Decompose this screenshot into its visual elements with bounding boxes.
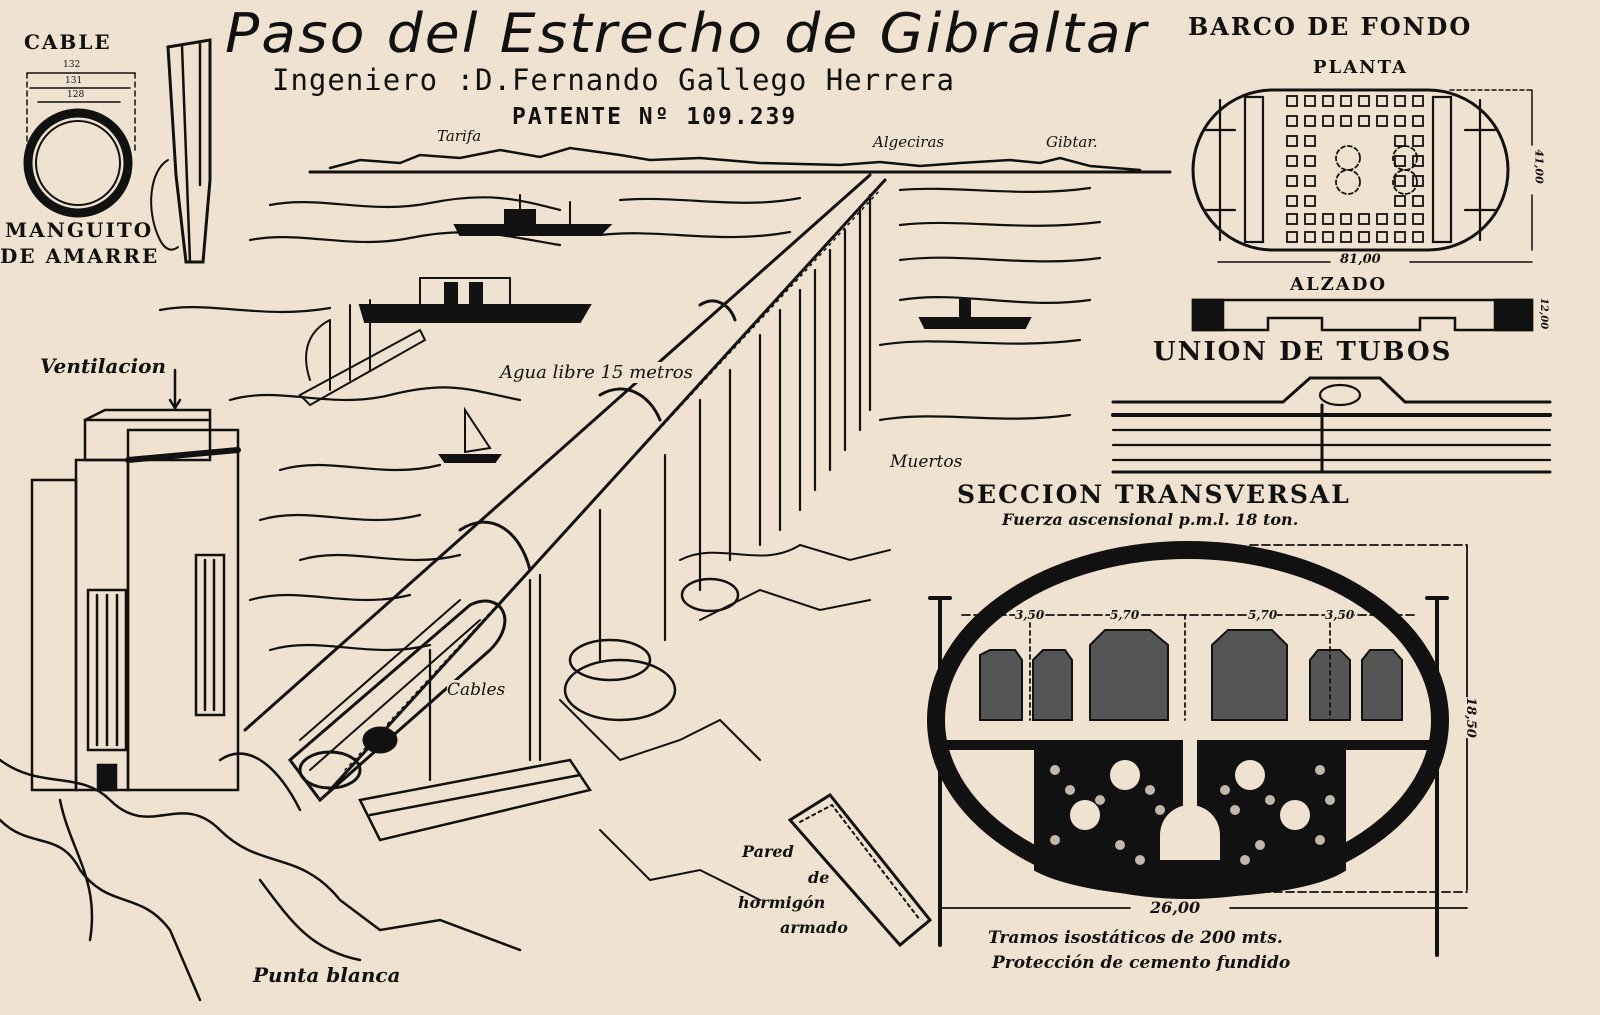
concrete-wall-sample — [787, 793, 933, 948]
page-title: Paso del Estrecho de Gibraltar — [225, 2, 1149, 65]
union-tubos-title: UNION DE TUBOS — [1153, 337, 1453, 367]
planta-label: PLANTA — [1313, 57, 1408, 78]
manguito-label-line1: MANGUITO — [5, 218, 154, 242]
mooring-cables — [428, 193, 872, 782]
label-ventilacion: Ventilacion — [40, 354, 166, 378]
seccion-subtitle: Fuerza ascensional p.m.l. 18 ton. — [1002, 510, 1299, 529]
seccion-dim-1: 3,50 — [1015, 608, 1045, 622]
seccion-note-2: Protección de cemento fundido — [992, 953, 1291, 973]
ventilation-tower — [30, 368, 241, 792]
cable-dim-2: 131 — [65, 76, 83, 86]
barco-plan-drawing — [1191, 88, 1533, 263]
cable-dim-3: 128 — [67, 90, 85, 100]
anchor-blocks — [358, 577, 740, 842]
engineer-credit: Ingeniero :D.Fernando Gallego Herrera — [272, 63, 956, 97]
coastline — [308, 146, 1172, 174]
manguito-sleeve — [150, 38, 212, 264]
cable-title: CABLE — [24, 30, 112, 54]
label-muertos: Muertos — [890, 452, 963, 472]
seccion-dim-4: 3,50 — [1325, 608, 1355, 622]
seccion-height: 18,50 — [1462, 697, 1478, 738]
seccion-title: SECCION TRANSVERSAL — [957, 480, 1351, 509]
submerged-tube — [243, 173, 887, 803]
barco-elevation-drawing — [1191, 298, 1534, 332]
seccion-width: 26,00 — [1150, 898, 1201, 917]
label-pared-1: Pared — [742, 842, 794, 861]
alzado-height: 12,00 — [1538, 297, 1550, 330]
seccion-dim-2: 5,70 — [1110, 608, 1140, 622]
ships — [358, 194, 1032, 463]
label-pared-2: de — [808, 868, 830, 887]
cable-cross-section — [23, 72, 136, 218]
label-gibraltar: Gibtar. — [1046, 133, 1098, 151]
label-cables: Cables — [447, 680, 506, 700]
planta-height: 41,00 — [1532, 149, 1546, 184]
label-algeciras: Algeciras — [873, 133, 945, 151]
seccion-dim-3: 5,70 — [1248, 608, 1278, 622]
label-agua-libre: Agua libre 15 metros — [500, 362, 693, 383]
cable-dim-1: 132 — [63, 60, 81, 70]
barco-title: BARCO DE FONDO — [1188, 12, 1473, 41]
label-pared-4: armado — [780, 918, 848, 937]
tube-joint-drawing — [1111, 376, 1552, 474]
sailing-ship — [298, 299, 427, 407]
cross-section-drawing — [927, 541, 1468, 957]
label-tarifa: Tarifa — [437, 127, 482, 145]
sea-waves — [158, 186, 1102, 652]
seabed — [559, 543, 891, 901]
manguito-label-line2: DE AMARRE — [0, 244, 160, 268]
planta-width: 81,00 — [1340, 252, 1381, 267]
seccion-note-1: Tramos isostáticos de 200 mts. — [988, 928, 1283, 948]
coast-cliffs — [0, 752, 522, 1002]
alzado-label: ALZADO — [1290, 274, 1388, 295]
label-punta-blanca: Punta blanca — [253, 963, 401, 987]
label-pared-3: hormigón — [738, 893, 826, 912]
patent-number: PATENTE Nº 109.239 — [512, 104, 798, 130]
